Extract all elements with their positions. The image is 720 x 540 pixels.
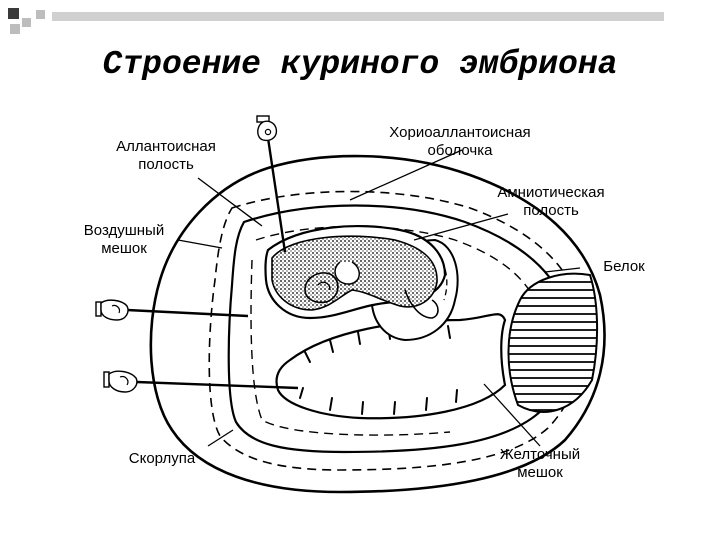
left-syringe-upper <box>95 299 249 321</box>
shell-membrane <box>208 190 584 471</box>
page-title: Строение куриного эмбриона <box>102 46 618 83</box>
leader-lines <box>177 149 581 447</box>
header-decoration <box>8 8 664 34</box>
label-air-sac: Воздушный мешок <box>83 222 165 257</box>
label-allantoic-cavity: Аллантоисная полость <box>116 138 216 173</box>
label-albumen: Белок <box>603 258 645 275</box>
label-yolk-sac: Желточный мешок <box>499 446 581 481</box>
left-syringe-lower <box>103 370 299 393</box>
label-shell: Скорлупа <box>128 450 196 467</box>
label-chorioallantoic-membrane: Хориоаллантоисная оболочка <box>389 124 531 159</box>
chorioallantoic-membrane <box>227 204 570 454</box>
top-syringe <box>256 115 287 253</box>
label-amniotic-cavity: Амниотическая полость <box>497 184 605 219</box>
